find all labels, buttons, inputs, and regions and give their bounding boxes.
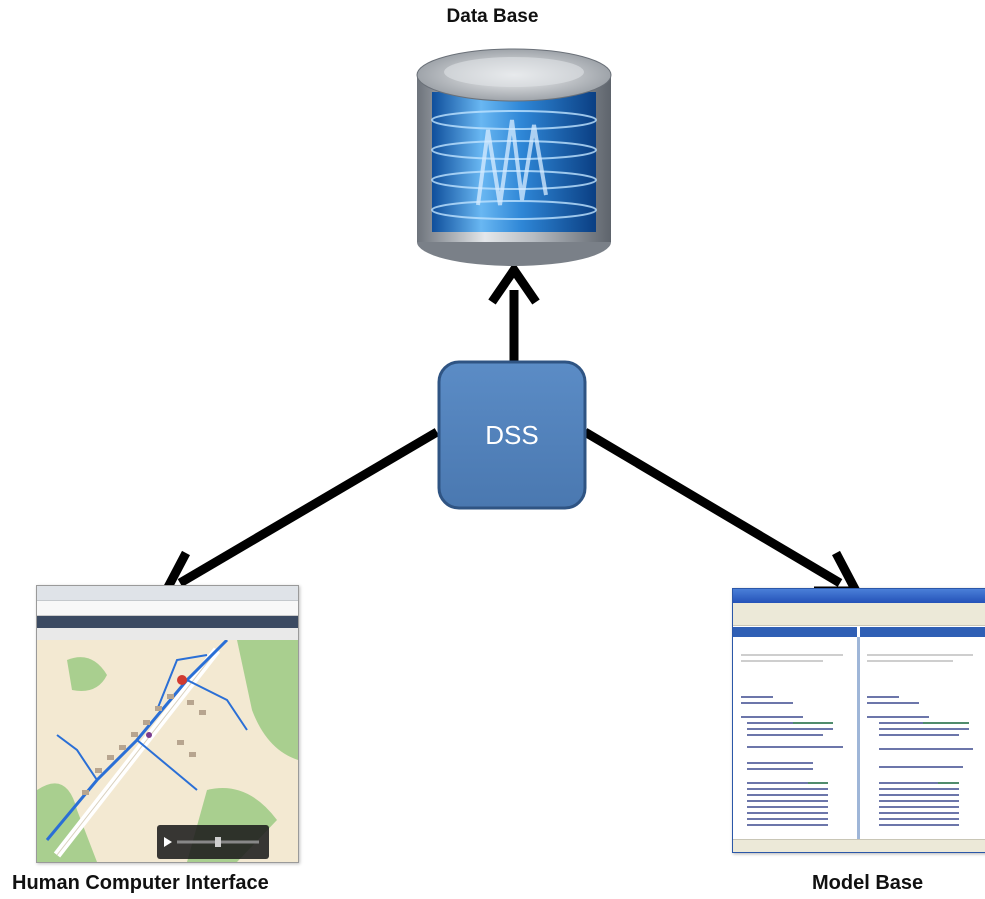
database-label: Data Base <box>446 6 539 27</box>
browser-url-bar <box>37 601 298 616</box>
code-editor-screenshot <box>732 588 985 853</box>
input-pane-header <box>733 627 857 637</box>
dss-label: DSS <box>485 420 539 450</box>
output-pane-header <box>860 627 985 637</box>
dss-node <box>437 360 587 510</box>
arrow-dss-to-database <box>488 262 540 362</box>
hci-label: Human Computer Interface <box>12 872 269 894</box>
editor-status-bar <box>733 839 985 852</box>
database-cylinder-icon <box>416 48 612 266</box>
app-menu-bar <box>37 616 298 628</box>
arrow-dss-to-hci <box>158 428 440 596</box>
editor-toolbar <box>733 613 985 626</box>
browser-tab-bar <box>37 586 298 601</box>
code-lines <box>733 637 985 840</box>
editor-title-bar <box>733 589 985 603</box>
arrow-dss-to-model-base <box>582 428 864 596</box>
model-base-label: Model Base <box>812 872 924 894</box>
editor-menu-bar <box>733 603 985 613</box>
map-viewer-screenshot <box>36 585 299 863</box>
map-area <box>37 638 298 862</box>
